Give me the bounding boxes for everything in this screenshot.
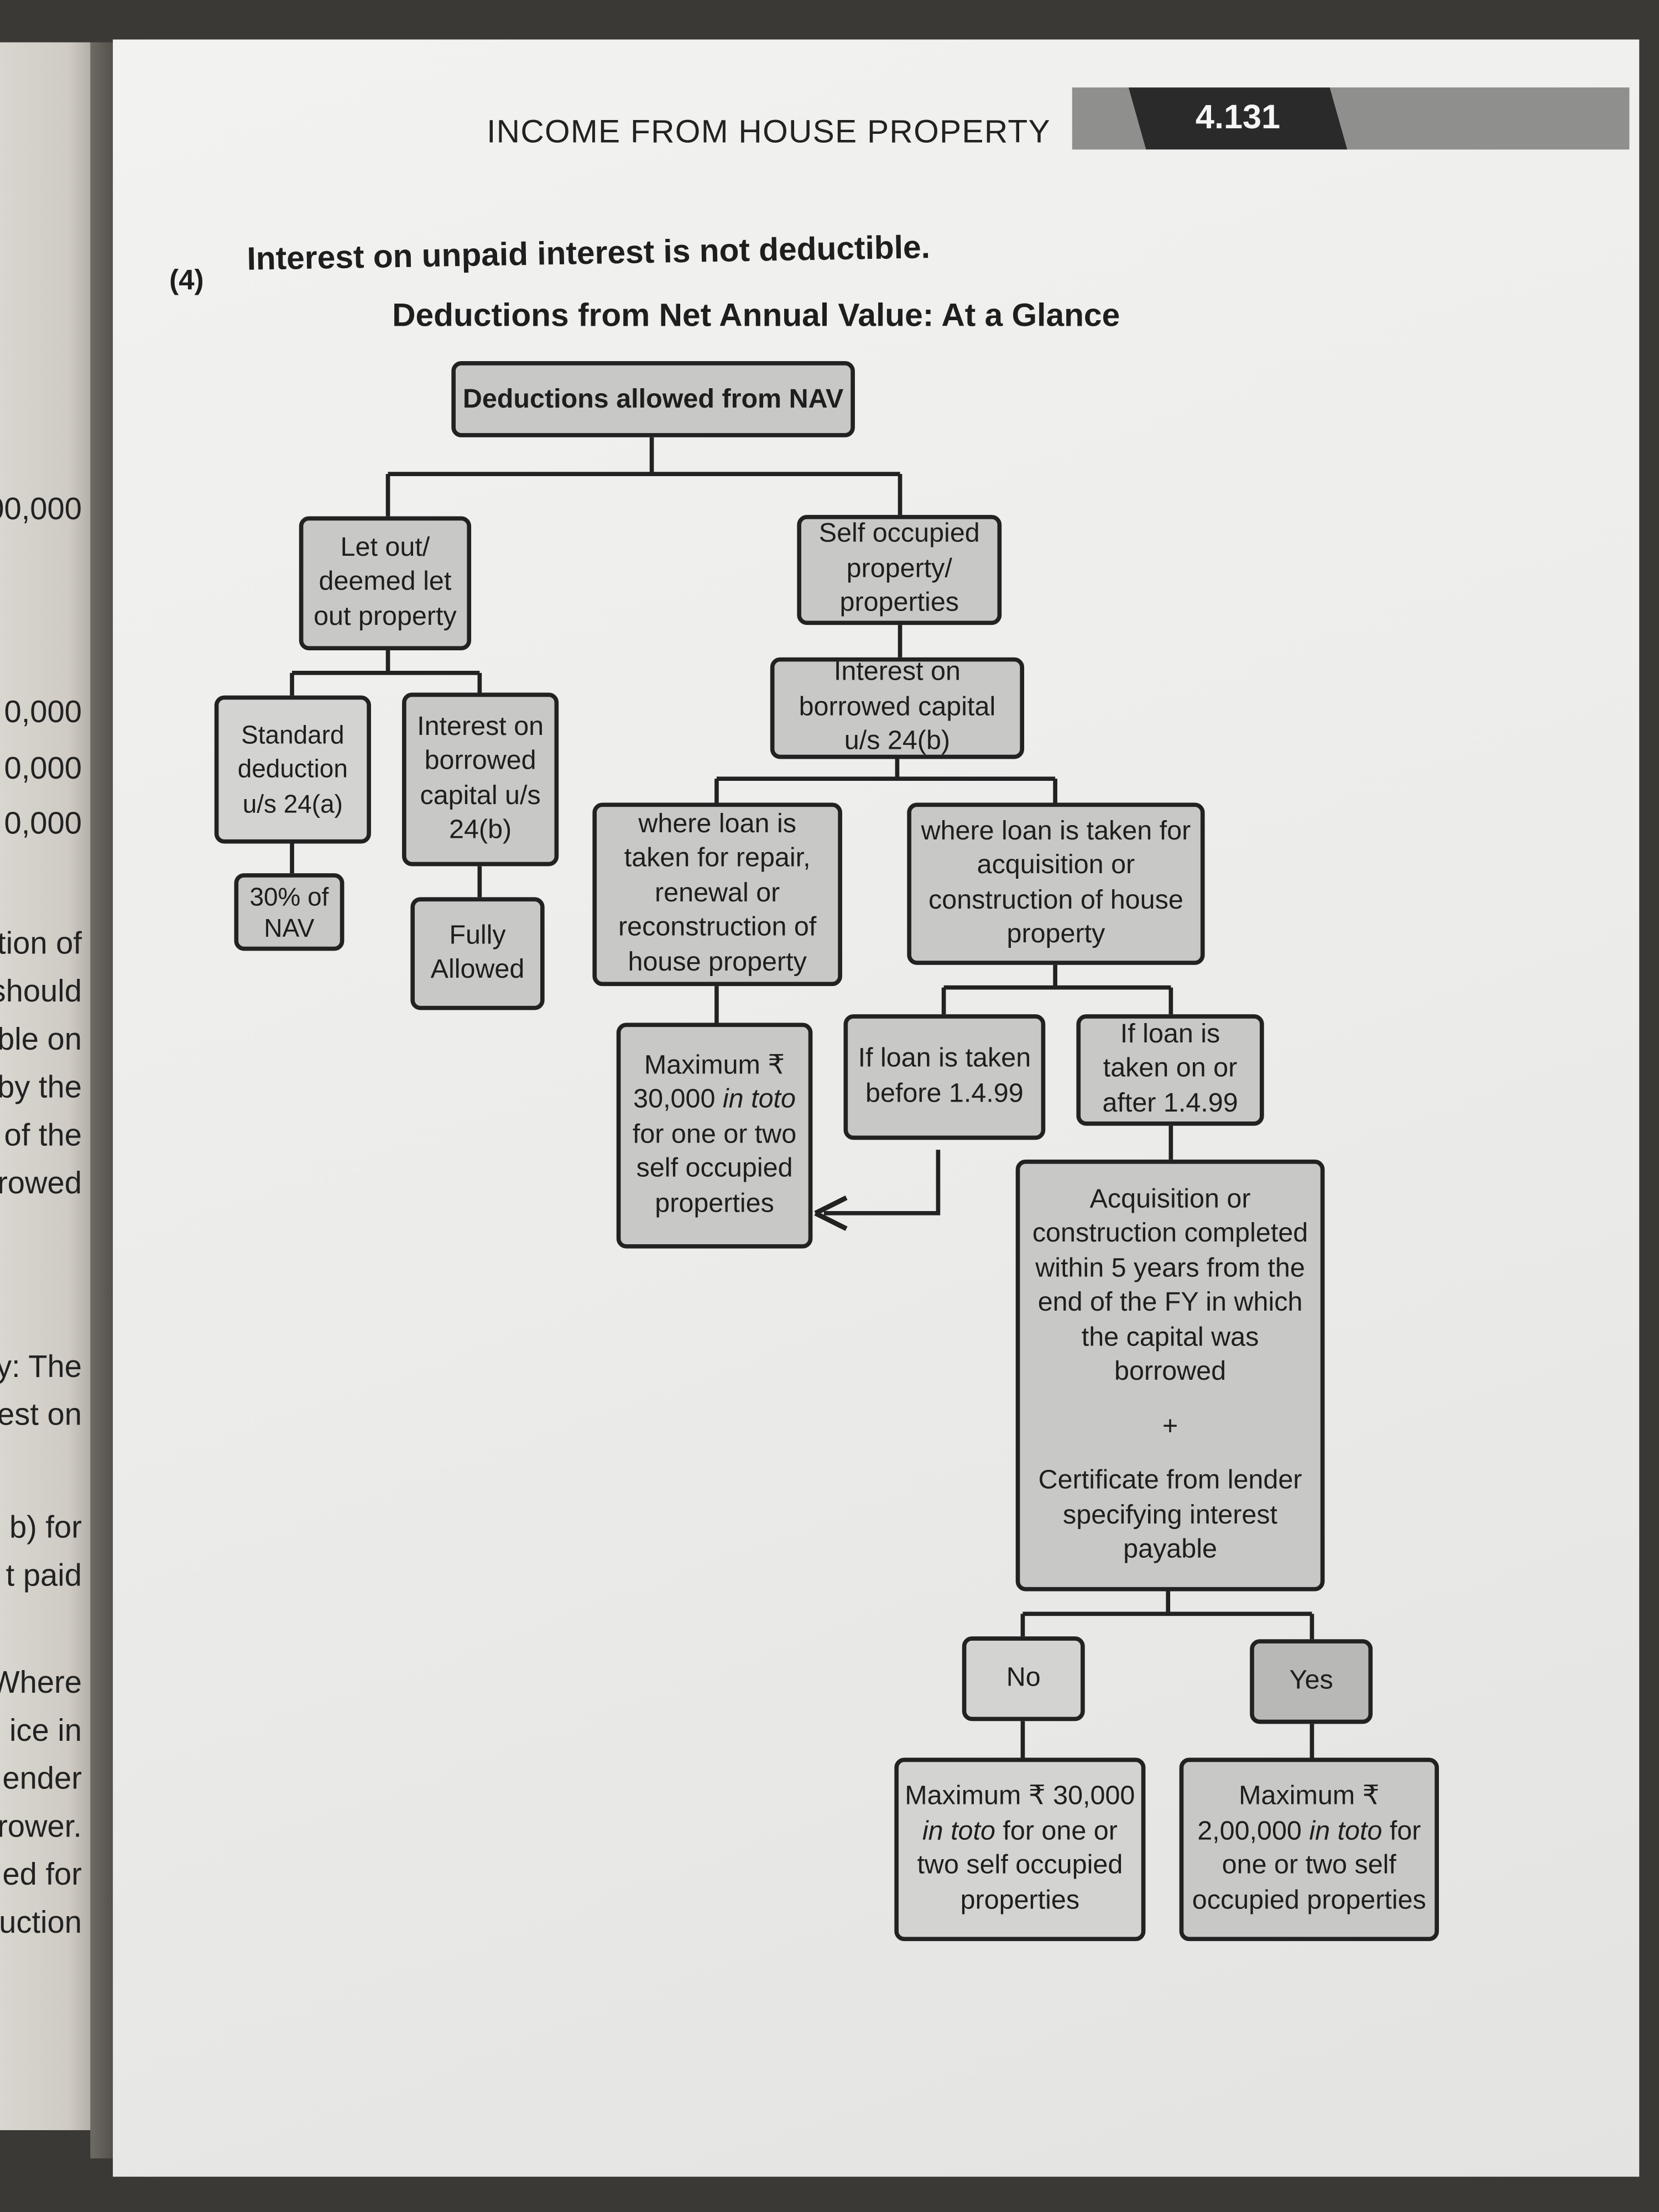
left-page-text: ender bbox=[2, 1760, 82, 1796]
box-text: Maximum ₹ 30,000 in toto for one or two … bbox=[632, 1050, 797, 1219]
left-page-text: y: The bbox=[0, 1348, 82, 1384]
box-max-30000-no: Maximum ₹ 30,000 in toto for one or two … bbox=[894, 1757, 1146, 1942]
diagram-title: Deductions from Net Annual Value: At a G… bbox=[392, 296, 1120, 333]
box-interest-let-out: Interest on borrowed capital u/s 24(b) bbox=[402, 692, 559, 867]
left-page-text: tion of bbox=[0, 925, 82, 961]
left-page-edge: 00,000 0,000 0,000 0,000 tion of should … bbox=[0, 42, 99, 2131]
left-page-text: rower. bbox=[0, 1808, 82, 1844]
arrowhead-icon bbox=[814, 1195, 848, 1231]
box-yes: Yes bbox=[1250, 1639, 1373, 1724]
box-root: Deductions allowed from NAV bbox=[451, 361, 855, 437]
left-page-text: 0,000 bbox=[4, 805, 82, 841]
left-page-text: Where bbox=[0, 1665, 82, 1700]
left-page-text: by the bbox=[0, 1069, 82, 1105]
left-page-text: ice in bbox=[9, 1712, 82, 1748]
running-header: INCOME FROM HOUSE PROPERTY bbox=[487, 113, 1051, 150]
box-no: No bbox=[962, 1636, 1085, 1721]
page-number: 4.131 bbox=[1128, 87, 1348, 150]
box-condition: Acquisition or construction completed wi… bbox=[1015, 1159, 1325, 1592]
box-interest-self-occupied: Interest on borrowed capital u/s 24(b) bbox=[770, 657, 1025, 759]
point-number: (4) bbox=[169, 265, 204, 296]
left-page-text: of the bbox=[4, 1117, 82, 1153]
left-page-text: 0,000 bbox=[4, 750, 82, 786]
box-thirty-percent: 30% of NAV bbox=[234, 873, 345, 951]
box-self-occupied: Self occupied property/ properties bbox=[797, 515, 1002, 625]
condition-part1: Acquisition or construction completed wi… bbox=[1032, 1184, 1308, 1387]
box-max-30000-repair: Maximum ₹ 30,000 in toto for one or two … bbox=[616, 1022, 813, 1249]
box-let-out: Let out/ deemed let out property bbox=[299, 516, 472, 651]
left-page-text: t paid bbox=[6, 1557, 82, 1593]
condition-part2: Certificate from lender specifying inter… bbox=[1038, 1465, 1302, 1565]
left-page-text: rrowed bbox=[0, 1165, 82, 1201]
left-page-text: ed for bbox=[2, 1856, 82, 1892]
left-page-text: 00,000 bbox=[0, 491, 82, 526]
box-max-200000-yes: Maximum ₹ 2,00,000 in toto for one or tw… bbox=[1179, 1757, 1439, 1942]
box-fully-allowed: Fully Allowed bbox=[410, 897, 545, 1010]
left-page-text: rest on bbox=[0, 1396, 82, 1432]
left-page-text: 0,000 bbox=[4, 694, 82, 729]
box-after-1499: If loan is taken on or after 1.4.99 bbox=[1076, 1014, 1264, 1126]
left-page-text: able on bbox=[0, 1021, 82, 1057]
box-before-1499: If loan is taken before 1.4.99 bbox=[843, 1014, 1046, 1140]
condition-plus: + bbox=[1162, 1411, 1178, 1441]
left-page-text: should bbox=[0, 973, 82, 1009]
box-repair-loan: where loan is taken for repair, renewal … bbox=[592, 802, 842, 987]
left-page-text: b) for bbox=[9, 1509, 82, 1545]
box-standard-deduction: Standard deduction u/s 24(a) bbox=[214, 695, 371, 844]
left-page-text: uction bbox=[0, 1904, 82, 1940]
box-acquisition-loan: where loan is taken for acquisition or c… bbox=[907, 802, 1205, 965]
